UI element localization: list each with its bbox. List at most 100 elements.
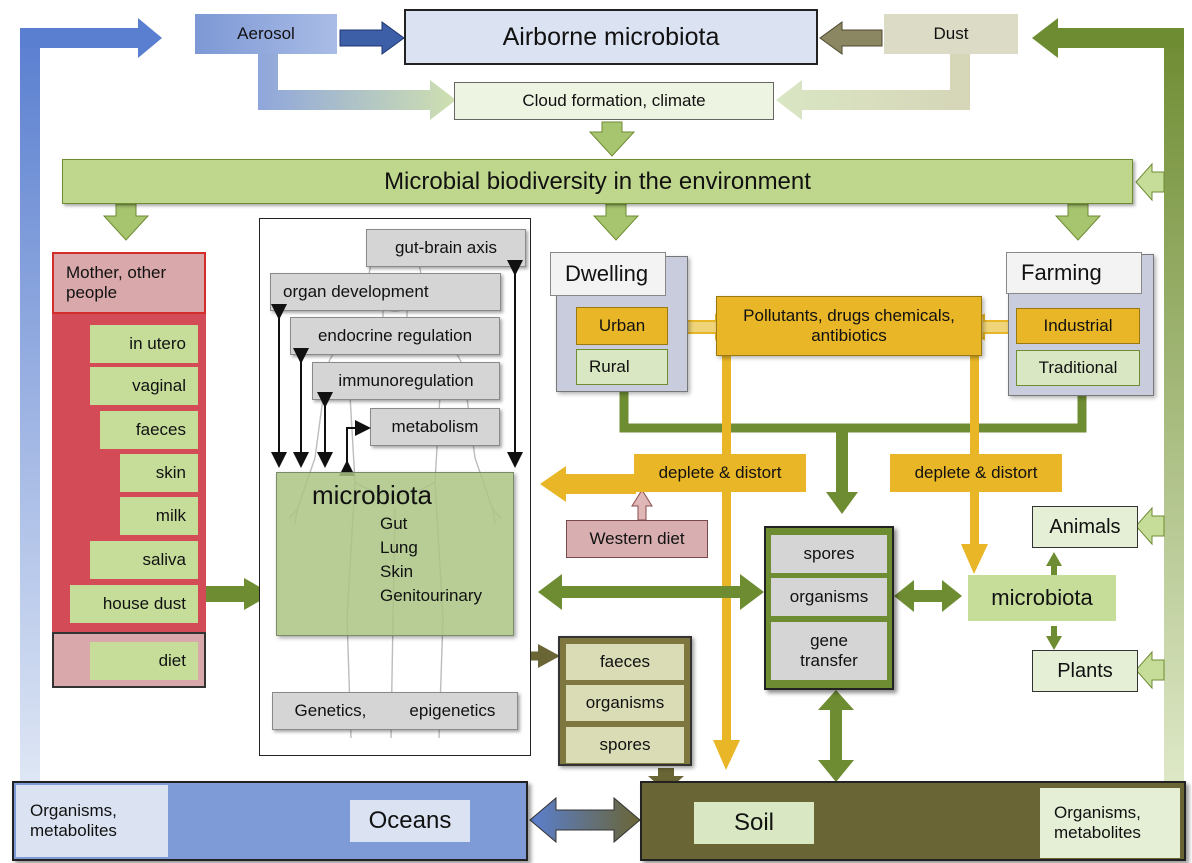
site-lung: Lung xyxy=(380,538,418,557)
env-microbiota-box: microbiota xyxy=(968,575,1116,621)
epigenetics-label: epigenetics xyxy=(409,701,496,721)
pollutants-label: Pollutants, drugs chemicals, antibiotics xyxy=(743,306,955,345)
excreta-item: faeces xyxy=(566,644,684,680)
soil-note-box: Organisms, metabolites xyxy=(1040,788,1180,858)
biodiversity-to-farming-arrow xyxy=(1054,203,1102,241)
effect-label: gut-brain axis xyxy=(394,238,498,258)
mother-title: Mother, other people xyxy=(66,263,167,302)
biodiversity-box: Microbial biodiversity in the environmen… xyxy=(62,159,1133,204)
excreta-label: organisms xyxy=(585,693,665,713)
env-to-animals-arrowhead xyxy=(1046,552,1062,576)
airborne-label: Airborne microbiota xyxy=(502,22,720,51)
soil-label-box: Soil xyxy=(694,802,814,844)
farming-title: Farming xyxy=(1021,260,1102,286)
excreta-item: spores xyxy=(566,727,684,763)
mother-item: saliva xyxy=(90,541,198,579)
aerosol-to-cloud-arrow xyxy=(258,52,456,120)
effect-organ-development: organ development xyxy=(270,273,501,311)
traditional-label: Traditional xyxy=(1038,358,1118,378)
airborne-microbiota-box: Airborne microbiota xyxy=(404,9,818,65)
dust-box: Dust xyxy=(884,14,1018,54)
pool-soil-arrow xyxy=(818,690,854,782)
effect-immunoregulation: immunoregulation xyxy=(312,362,500,400)
industrial-label: Industrial xyxy=(1043,316,1113,336)
mother-item-label: in utero xyxy=(129,334,186,354)
genetics-box: Genetics, epigenetics xyxy=(272,692,518,730)
mother-item: in utero xyxy=(90,325,198,363)
mother-item: faeces xyxy=(100,411,198,449)
animals-box: Animals xyxy=(1032,506,1138,548)
env-pool-label: spores xyxy=(803,544,855,564)
western-diet-box: Western diet xyxy=(566,520,708,558)
pollutant-to-soil-arrowhead xyxy=(713,740,740,770)
deplete-right-label: deplete & distort xyxy=(914,463,1038,483)
deplete-left-box: deplete & distort xyxy=(634,454,806,492)
soil-note: Organisms, metabolites xyxy=(1054,803,1141,842)
oceans-label: Oceans xyxy=(368,807,452,835)
excreta-item: organisms xyxy=(566,685,684,721)
merge-to-pool-arrowhead xyxy=(826,492,858,514)
env-pool-label: gene transfer xyxy=(800,631,858,670)
pool-env-microbiota-arrow xyxy=(894,580,962,612)
deplete-to-microbiota-arrow xyxy=(540,466,636,502)
mother-title-box: Mother, other people xyxy=(52,252,206,314)
effect-metabolism: metabolism xyxy=(370,408,500,446)
deplete-right-box: deplete & distort xyxy=(890,454,1062,492)
microbiota-to-excreta-arrowhead xyxy=(538,644,560,668)
mother-to-microbiota-arrow xyxy=(206,578,272,610)
effect-arrows xyxy=(271,260,523,476)
mother-item-label: saliva xyxy=(142,550,186,570)
env-pool-item: gene transfer xyxy=(771,622,887,680)
industrial-box: Industrial xyxy=(1016,308,1140,344)
excreta-label: faeces xyxy=(599,652,651,672)
farming-title-box: Farming xyxy=(1006,252,1142,294)
traditional-box: Traditional xyxy=(1016,350,1140,386)
rural-box: Rural xyxy=(576,349,668,385)
microbiota-pool-arrow xyxy=(538,574,764,610)
excreta-label: spores xyxy=(599,735,651,755)
oceans-soil-arrow xyxy=(529,796,641,844)
effect-endocrine-regulation: endocrine regulation xyxy=(290,317,500,355)
site-genitourinary: Genitourinary xyxy=(380,586,483,605)
biodiversity-to-dwelling-arrow xyxy=(592,203,640,241)
mother-item: milk xyxy=(120,497,198,535)
effect-gut-brain: gut-brain axis xyxy=(366,229,526,267)
western-diet-arrow xyxy=(631,489,653,521)
genetics-label: Genetics, xyxy=(294,701,367,721)
plants-label: Plants xyxy=(1057,659,1113,682)
dust-to-airborne-arrow xyxy=(819,21,883,55)
excreta-to-soil-arrow xyxy=(648,768,684,792)
diet-label: diet xyxy=(158,651,186,671)
cloud-label: Cloud formation, climate xyxy=(522,91,706,111)
mother-item-label: house dust xyxy=(102,594,186,614)
animals-label: Animals xyxy=(1049,515,1121,538)
cloud-to-biodiversity-arrow xyxy=(588,121,636,157)
soil-loop-top xyxy=(1055,28,1184,48)
ocean-loop-line xyxy=(20,32,40,784)
env-microbiota-label: microbiota xyxy=(991,585,1093,611)
effect-label: immunoregulation xyxy=(338,371,474,391)
soil-label: Soil xyxy=(733,809,775,837)
loop-to-animals-arrow xyxy=(1135,506,1165,546)
soil-loop-line xyxy=(1164,30,1184,790)
dwelling-farming-merge-line xyxy=(619,392,1087,433)
soil-loop-arrowhead xyxy=(1032,18,1058,58)
loop-to-plants-arrow xyxy=(1135,650,1165,690)
oceans-note: Organisms, metabolites xyxy=(30,801,117,840)
mother-item: skin xyxy=(120,454,198,492)
pollutants-box: Pollutants, drugs chemicals, antibiotics xyxy=(716,296,982,356)
effect-label: metabolism xyxy=(391,417,479,437)
pollutant-to-soil-line xyxy=(722,356,731,742)
oceans-label-box: Oceans xyxy=(350,800,470,842)
aerosol-to-airborne-arrow xyxy=(339,21,405,55)
mother-item-label: milk xyxy=(155,506,186,526)
effect-label: organ development xyxy=(283,282,429,302)
env-pool-item: organisms xyxy=(771,578,887,616)
urban-label: Urban xyxy=(598,316,646,336)
mother-item: house dust xyxy=(70,585,198,623)
site-gut: Gut xyxy=(380,514,408,533)
biodiversity-to-mother-arrow xyxy=(102,203,150,241)
cloud-formation-box: Cloud formation, climate xyxy=(454,82,774,120)
pollutant-to-env-microbiota-arrowhead xyxy=(961,544,988,574)
